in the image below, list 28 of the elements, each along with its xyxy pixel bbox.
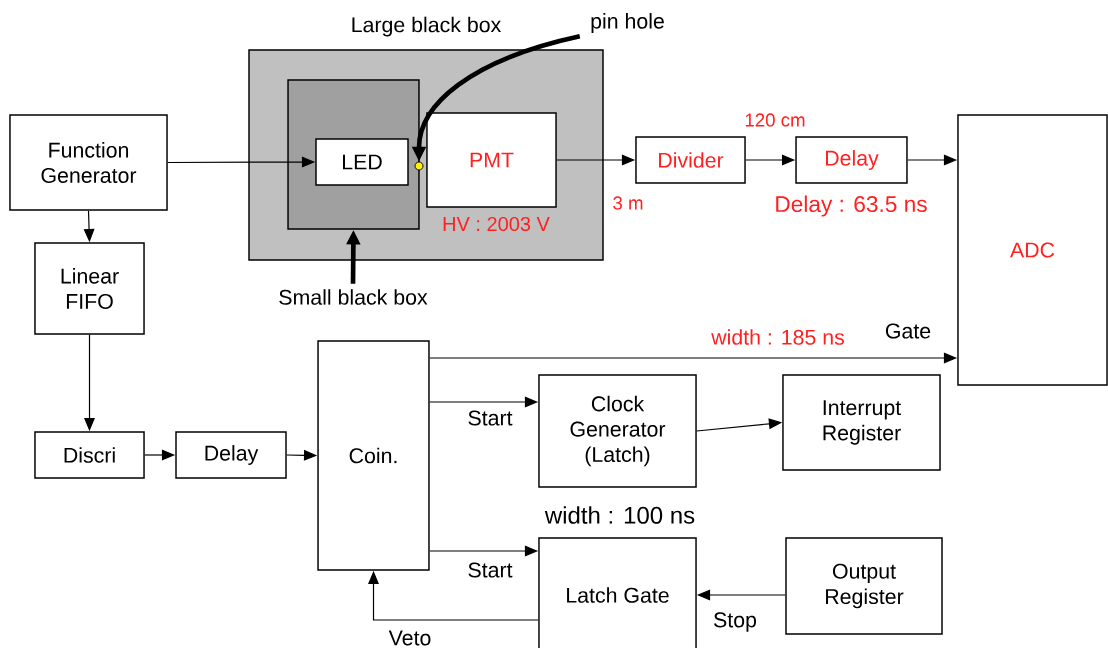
edge-label: Start (466, 409, 514, 427)
process-box: Linear FIFO (34, 242, 145, 335)
edge-label: 3 m (611, 195, 645, 211)
process-box: LED (315, 138, 409, 186)
process-box: Interrupt Register (782, 374, 941, 471)
node-label: Large black box (352, 16, 502, 37)
callout-text: pin hole (591, 13, 664, 33)
edge-label: Veto (387, 629, 433, 647)
edge-label: Start (466, 561, 514, 579)
process-box: Delay (175, 431, 287, 479)
annotation-text: Delay : 63.5 ns (776, 195, 927, 217)
annotation-text: width : 100 ns (544, 506, 695, 524)
annotation-text: HV : 2003 V (443, 216, 550, 232)
callout-text: Small black box (279, 289, 428, 305)
process-box: Delay (795, 136, 908, 184)
process-box: Latch Gate (538, 537, 697, 648)
process-box: Output Register (785, 537, 943, 635)
edge-label: 120 cm (743, 112, 807, 128)
process-box: PMT (426, 112, 557, 208)
process-box: Clock Generator (Latch) (538, 374, 697, 488)
edge-label: width : 185 ns (709, 327, 847, 347)
process-box: Coin. (317, 340, 430, 571)
process-box: Discri (34, 431, 145, 479)
process-box: Function Generator (9, 114, 168, 211)
signal-label: Gate (885, 323, 931, 339)
process-box: Divider (635, 136, 746, 184)
process-box: ADC (957, 114, 1108, 386)
edge-label: Stop (711, 611, 759, 633)
